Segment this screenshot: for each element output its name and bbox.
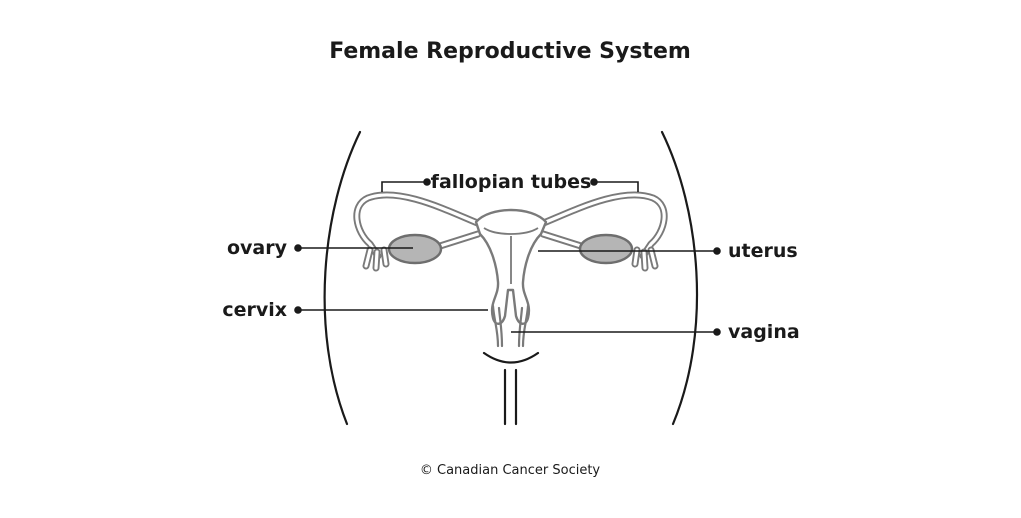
uterus-shape bbox=[474, 208, 548, 348]
body-outline bbox=[323, 130, 699, 426]
label-uterus: uterus bbox=[728, 240, 798, 262]
right-ovary bbox=[578, 233, 634, 265]
label-ovary: ovary bbox=[227, 237, 288, 259]
leader-lines bbox=[294, 178, 721, 336]
copyright-credit: © Canadian Cancer Society bbox=[420, 463, 601, 478]
diagram-title: Female Reproductive System bbox=[329, 39, 691, 64]
label-vagina: vagina bbox=[728, 321, 800, 343]
fallopian-tubes bbox=[353, 191, 668, 260]
fimbriae bbox=[362, 246, 659, 272]
left-ovary bbox=[387, 233, 443, 265]
ovarian-ligaments bbox=[436, 230, 585, 250]
label-fallopian-tubes: fallopian tubes bbox=[431, 171, 592, 193]
label-cervix: cervix bbox=[222, 299, 287, 321]
